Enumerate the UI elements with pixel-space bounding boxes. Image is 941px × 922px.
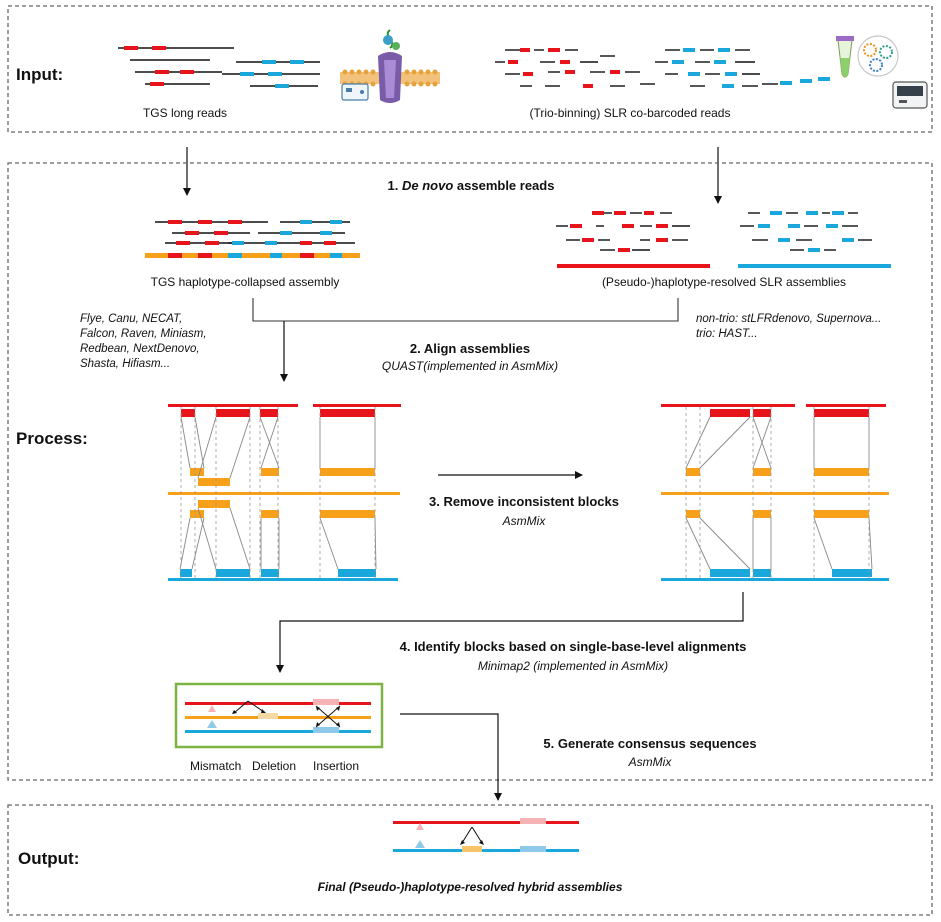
step2-title: 2. Align assemblies <box>410 341 530 356</box>
insertion-label: Insertion <box>313 759 359 773</box>
output-panel <box>7 804 933 916</box>
deletion-label: Deletion <box>252 759 296 773</box>
output-section-title: Output: <box>18 849 79 868</box>
tgs-long-reads-label: TGS long reads <box>143 106 227 120</box>
sequencer-icon <box>892 81 928 109</box>
step3-tool: AsmMix <box>502 514 547 528</box>
slr-reads-label: (Trio-binning) SLR co-barcoded reads <box>530 106 731 120</box>
mismatch-label: Mismatch <box>190 759 241 773</box>
step1-title: 1. De novo assemble reads <box>388 178 555 193</box>
input-panel <box>7 5 933 133</box>
process-section-title: Process: <box>16 429 88 448</box>
slr-resolved-assemblies-graphic <box>556 211 891 268</box>
alignment-after-graphic <box>661 404 889 581</box>
tgs-collapsed-assembly-graphic <box>145 220 360 258</box>
input-section-title: Input: <box>16 65 63 84</box>
flowcell-device-icon <box>341 83 369 101</box>
step5-title: 5. Generate consensus sequences <box>543 736 756 751</box>
arrow-to-identify-blocks <box>276 592 744 673</box>
alignment-before-graphic <box>168 404 401 581</box>
test-tube-icon <box>836 36 854 78</box>
step5-tool: AsmMix <box>628 755 673 769</box>
step3-title: 3. Remove inconsistent blocks <box>429 494 619 509</box>
variant-detail-box <box>174 682 384 749</box>
final-assembly-graphic <box>393 818 579 852</box>
microbeads-icon <box>857 35 899 77</box>
slr-resolved-assemblies-label: (Pseudo-)haplotype-resolved SLR assembli… <box>602 275 846 289</box>
final-assembly-label: Final (Pseudo-)haplotype-resolved hybrid… <box>318 880 623 894</box>
tgs-collapsed-assembly-label: TGS haplotype-collapsed assembly <box>151 275 340 289</box>
variant-detail-graphic <box>185 699 371 733</box>
tgs-long-reads-graphic <box>118 46 320 88</box>
assembler-tools-left: Flye, Canu, NECAT, Falcon, Raven, Minias… <box>80 313 210 370</box>
step2-tool: QUAST(implemented in AsmMix) <box>382 359 558 373</box>
nanopore-icon <box>340 29 440 103</box>
process-panel <box>7 162 933 781</box>
slr-co-barcoded-reads-graphic <box>495 48 830 88</box>
step4-tool: Minimap2 (implemented in AsmMix) <box>478 659 668 673</box>
assembler-tools-right: non-trio: stLFRdenovo, Supernova... trio… <box>696 313 885 340</box>
arrow-to-output <box>400 713 502 801</box>
assembly-join-bracket <box>252 298 679 322</box>
step4-title: 4. Identify blocks based on single-base-… <box>400 639 747 654</box>
